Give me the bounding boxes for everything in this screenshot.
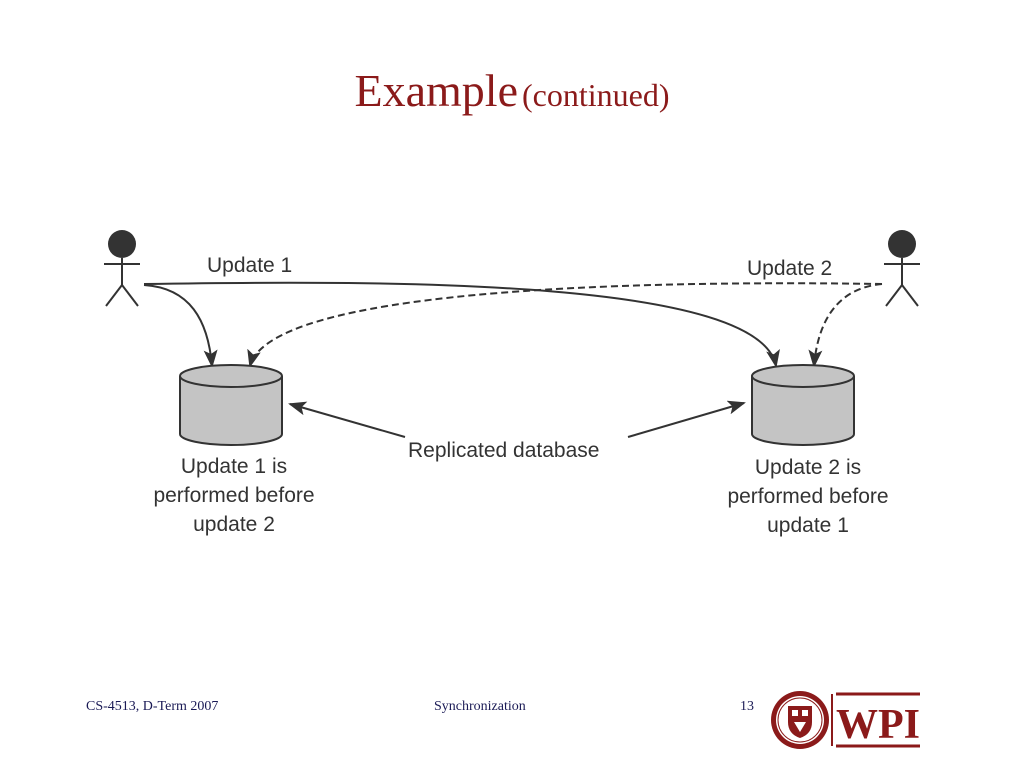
left-caption-line-3: update 2 [193, 513, 275, 536]
left-user-icon [104, 230, 140, 307]
wpi-logo: WPI [771, 691, 920, 749]
footer-page-number: 13 [740, 699, 754, 714]
right-caption-line-1: Update 2 is [755, 456, 861, 479]
right-caption-line-3: update 1 [767, 514, 849, 537]
replicated-left-arrow [288, 401, 406, 438]
right-database-icon [751, 364, 855, 446]
replicated-right-arrow [627, 400, 746, 438]
wpi-seal-icon [771, 691, 829, 749]
slide-title: Example (continued) [0, 64, 1024, 117]
update2-to-right-db-arrow [808, 283, 883, 368]
update1-to-right-db-arrow [143, 281, 780, 368]
update2-label: Update 2 [747, 257, 832, 280]
update2-to-left-db-arrow [247, 282, 883, 368]
footer-course: CS-4513, D-Term 2007 [86, 699, 219, 714]
left-caption-line-1: Update 1 is [181, 455, 287, 478]
title-sub: (continued) [522, 77, 670, 113]
footer-topic: Synchronization [434, 699, 526, 714]
right-caption-line-2: performed before [727, 485, 888, 508]
wpi-logo-text: WPI [836, 702, 920, 748]
update1-label: Update 1 [207, 254, 292, 277]
update1-to-left-db-arrow [143, 284, 218, 368]
title-main: Example [354, 65, 519, 116]
replicated-database-label: Replicated database [408, 439, 599, 462]
right-user-icon [884, 230, 920, 307]
left-database-icon [179, 364, 283, 446]
left-caption-line-2: performed before [153, 484, 314, 507]
